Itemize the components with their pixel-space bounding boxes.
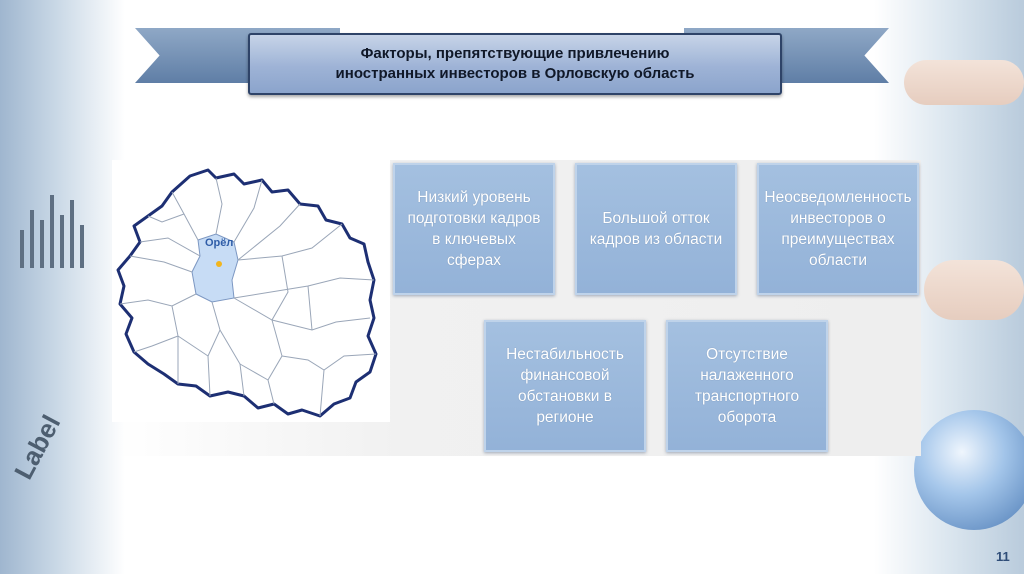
finance-photo-decoration: Label	[0, 0, 125, 574]
factor-box-3: Неосведомленность инвесторов о преимущес…	[757, 163, 919, 295]
label-stamp-text: Label	[8, 410, 67, 485]
city-marker-icon	[216, 261, 222, 267]
factor-text: Неосведомленность инвесторов о преимущес…	[764, 189, 912, 269]
factor-box-1: Низкий уровень подготовки кадров в ключе…	[393, 163, 555, 295]
oryol-region-map-icon	[116, 168, 378, 418]
factor-text: Нестабильность финансовой обстановки в р…	[506, 346, 624, 426]
region-map: Орёл	[112, 160, 390, 422]
factor-text: Отсутствие налаженного транспортного обо…	[694, 346, 800, 426]
factor-box-4: Нестабильность финансовой обстановки в р…	[484, 320, 646, 452]
slide-title: Факторы, препятствующие привлечению инос…	[248, 33, 782, 95]
globe-icon	[914, 410, 1024, 530]
hand-shape	[924, 260, 1024, 320]
factor-text: Большой отток кадров из области	[589, 210, 723, 248]
title-line-2: иностранных инвесторов в Орловскую облас…	[335, 65, 695, 82]
title-line-1: Факторы, препятствующие привлечению	[360, 45, 670, 62]
factor-box-2: Большой отток кадров из области	[575, 163, 737, 295]
bar-chart-icon	[20, 195, 84, 268]
factor-text: Низкий уровень подготовки кадров в ключе…	[407, 189, 541, 269]
city-label: Орёл	[205, 237, 234, 249]
page-number: 11	[996, 549, 1010, 564]
factor-box-5: Отсутствие налаженного транспортного обо…	[666, 320, 828, 452]
hand-shape	[904, 60, 1024, 105]
